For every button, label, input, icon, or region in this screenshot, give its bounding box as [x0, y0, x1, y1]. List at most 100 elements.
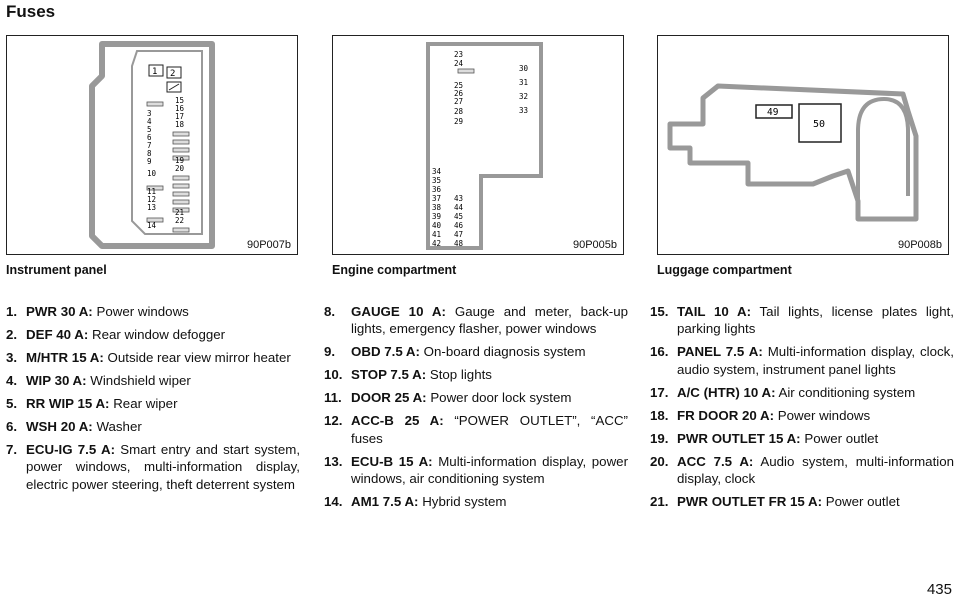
- fuse-description: Power outlet: [825, 493, 900, 509]
- fuse-name: M/HTR 15 A:: [26, 349, 104, 365]
- fuse-label-42: 42: [432, 239, 441, 248]
- fuse-label-31: 31: [519, 78, 528, 87]
- fuse-item: 6.WSH 20 A: Washer: [6, 418, 300, 435]
- fuse-item: 7.ECU-IG 7.5 A: Smart entry and start sy…: [6, 441, 300, 493]
- engine-compartment-drawing: 23 24 25 26 27 28 29 30 31 32 33 34 35 3…: [426, 42, 543, 250]
- fuse-item: 5. RR WIP 15 A: Rear wiper: [6, 395, 300, 412]
- fuse-description: Power outlet: [804, 430, 879, 446]
- fuse-list-column-2: 8.GAUGE 10 A: Gauge and meter, back-up l…: [324, 303, 628, 516]
- fuse-description: Stop lights: [429, 367, 492, 383]
- engine-compartment-diagram: 23 24 25 26 27 28 29 30 31 32 33 34 35 3…: [332, 35, 624, 255]
- fuse-number: 2.: [6, 326, 18, 342]
- fuse-label-1: 1: [152, 67, 157, 77]
- fuse-label-47: 47: [454, 230, 463, 239]
- fuse-name: A/C (HTR) 10 A:: [677, 384, 776, 400]
- fuse-name: AM1 7.5 A:: [351, 493, 419, 509]
- fuse-label-49: 49: [767, 107, 779, 118]
- fuse-item: 1.PWR 30 A: Power windows: [6, 303, 300, 320]
- fuse-item: 12.ACC-B 25 A: “POWER OUTLET”, “ACC” fus…: [324, 412, 628, 447]
- fuse-name: RR WIP 15 A:: [26, 395, 110, 411]
- fuse-name: DEF 40 A:: [26, 326, 89, 342]
- fuse-label-36: 36: [432, 185, 442, 194]
- fuse-label-37: 37: [432, 194, 441, 203]
- luggage-compartment-caption: Luggage compartment: [657, 263, 792, 277]
- fuse-name: PWR 30 A:: [26, 304, 93, 319]
- fuse-slot: [172, 183, 190, 189]
- fuse-slot: [146, 217, 164, 223]
- fuse-name: PWR OUTLET FR 15 A:: [677, 493, 823, 509]
- page-number: 435: [926, 581, 952, 598]
- fuse-description: Multi-information display, power windows…: [351, 453, 628, 486]
- fuse-description: Power windows: [777, 407, 871, 423]
- fuse-label-41: 41: [432, 230, 441, 239]
- fuse-label-43: 43: [454, 194, 463, 203]
- fuse-item: 20.ACC 7.5 A: Audio system, multi-inform…: [650, 453, 954, 488]
- fuse-name: GAUGE 10 A:: [351, 304, 446, 319]
- fuse-label-17: 17: [175, 112, 184, 121]
- fuse-item: 2.DEF 40 A: Rear window defogger: [6, 326, 300, 343]
- fuse-label-6: 6: [147, 133, 152, 142]
- engine-compartment-caption: Engine compartment: [332, 263, 457, 277]
- fuse-label-30: 30: [519, 64, 529, 73]
- fuse-description: Rear wiper: [113, 395, 178, 411]
- fuse-label-27: 27: [454, 97, 463, 106]
- fuse-slot: [172, 155, 190, 161]
- fuse-label-33: 33: [519, 106, 528, 115]
- fuse-slot: [172, 139, 190, 145]
- fuse-label-22: 22: [175, 216, 184, 225]
- fuse-name: WIP 30 A:: [26, 372, 87, 388]
- fuse-label-34: 34: [432, 167, 442, 176]
- fuse-label-12: 12: [147, 195, 156, 204]
- fuse-list-column-3: 15.TAIL 10 A: Tail lights, license plate…: [650, 303, 954, 516]
- fuse-description: Power windows: [96, 304, 189, 319]
- fuse-label-20: 20: [175, 164, 185, 173]
- fuse-number: 11.: [324, 390, 342, 406]
- fuse-label-50: 50: [813, 119, 825, 130]
- fuse-item: 18. FR DOOR 20 A: Power windows: [650, 407, 954, 424]
- fuse-number: 17.: [650, 384, 669, 400]
- fuse-slot: [172, 147, 190, 153]
- fuse-item: 19. PWR OUTLET 15 A: Power outlet: [650, 430, 954, 447]
- fuse-description: Multi-information display, clock, audio …: [677, 344, 954, 377]
- fuse-slot: [172, 207, 190, 213]
- fuse-item: 11. DOOR 25 A: Power door lock system: [324, 389, 628, 406]
- fuse-name: OBD 7.5 A:: [351, 344, 420, 360]
- fuse-number: 10.: [324, 367, 343, 383]
- fuse-slot: [172, 175, 190, 181]
- fuse-label-7: 7: [147, 141, 152, 150]
- fuse-number: 19.: [650, 430, 669, 446]
- fuse-label-2: 2: [170, 69, 175, 79]
- fuse-description: “POWER OUTLET”, “ACC” fuses: [351, 413, 628, 446]
- fuse-label-26: 26: [454, 89, 464, 98]
- fuse-label-44: 44: [454, 203, 464, 212]
- fuse-number: 4.: [6, 372, 18, 388]
- fuse-description: Hybrid system: [422, 493, 507, 509]
- fuse-label-4: 4: [147, 117, 152, 126]
- fuse-slot: [172, 131, 190, 137]
- fuse-description: Power door lock system: [430, 390, 572, 406]
- fuse-slot: [172, 199, 190, 205]
- fuse-item: 9.OBD 7.5 A: On-board diagnosis system: [324, 343, 628, 360]
- fuse-number: 16.: [650, 344, 669, 360]
- fuse-number: 3.: [6, 349, 18, 365]
- fuse-label-23: 23: [454, 50, 463, 59]
- fuse-number: 12.: [324, 413, 343, 429]
- fuse-number: 5.: [6, 395, 18, 411]
- fuse-label-48: 48: [454, 239, 464, 248]
- fuse-name: FR DOOR 20 A:: [677, 407, 775, 423]
- fuse-number: 14.: [324, 493, 343, 509]
- fuse-label-3: 3: [147, 109, 152, 118]
- fuse-item: 16.PANEL 7.5 A: Multi-information displa…: [650, 343, 954, 378]
- fuse-label-29: 29: [454, 117, 463, 126]
- fuse-description: Washer: [96, 418, 142, 434]
- fuse-name: TAIL 10 A:: [677, 304, 752, 319]
- fuse-name: ACC 7.5 A:: [677, 453, 754, 469]
- fuse-label-14: 14: [147, 221, 157, 230]
- fuse-label-25: 25: [454, 81, 463, 90]
- fuse-name: DOOR 25 A:: [351, 390, 427, 406]
- fuse-name: PWR OUTLET 15 A:: [677, 430, 801, 446]
- fuse-number: 18.: [650, 407, 669, 423]
- fuse-slot: [146, 101, 164, 107]
- instrument-panel-caption: Instrument panel: [6, 263, 107, 277]
- diagram-code: 90P007b: [246, 239, 291, 251]
